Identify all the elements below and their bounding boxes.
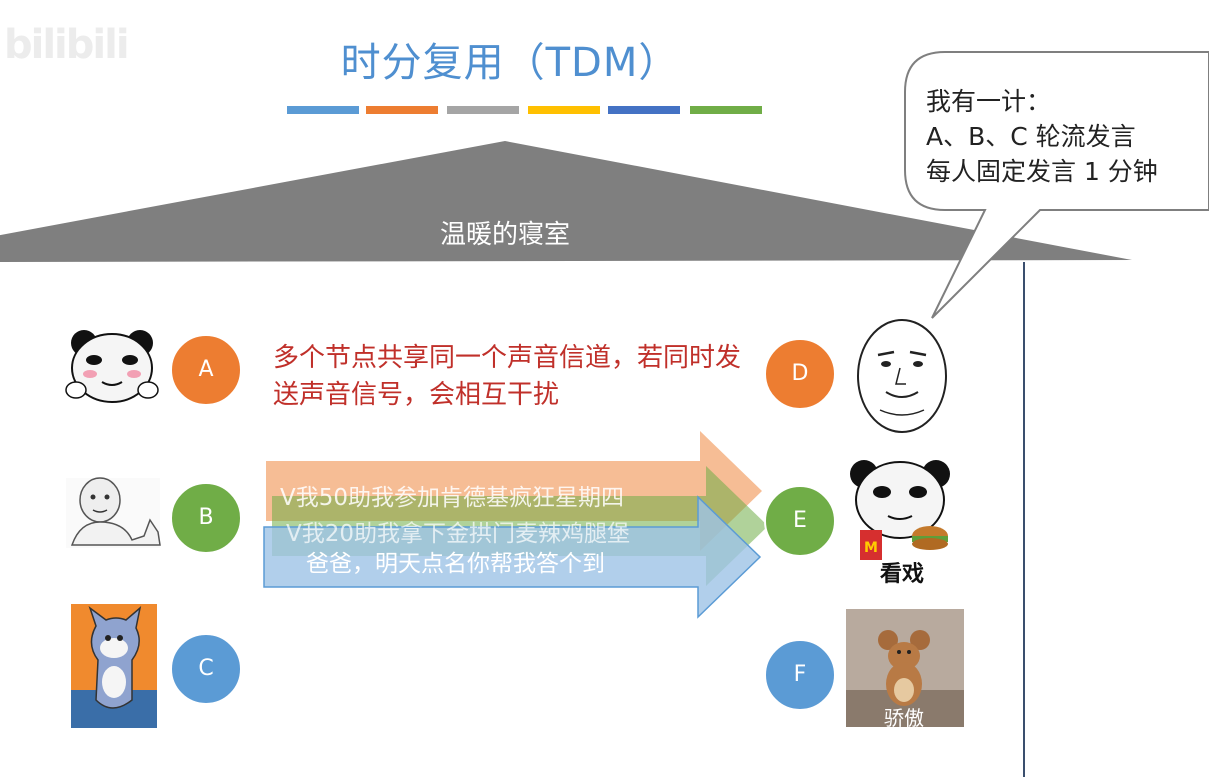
- interference-warning: 多个节点共享同一个声音信道，若同时发送声音信号，会相互干扰: [273, 343, 742, 410]
- speech-bubble-line-3: 每人固定发言 1 分钟: [926, 157, 1158, 186]
- title-bar-3: [447, 106, 519, 114]
- svg-text:M: M: [864, 540, 878, 556]
- meme-panda-a-icon: [65, 330, 159, 403]
- node-b: [170, 482, 242, 554]
- meme-smug-d-icon: [857, 319, 947, 433]
- title-bar-5: [608, 106, 680, 114]
- message-1-text: V我50助我参加肯德基疯狂星期四: [280, 485, 625, 511]
- speech-bubble: [904, 51, 1209, 319]
- message-3-text: 爸爸，明天点名你帮我答个到: [306, 551, 605, 577]
- speech-bubble-text: 我有一计： A、B、C 轮流发言 每人固定发言 1 分钟: [926, 84, 1158, 189]
- meme-panda-e-icon: M: [850, 460, 950, 560]
- node-c: [170, 633, 242, 705]
- meme-e-caption: 看戏: [880, 562, 925, 587]
- bilibili-watermark: bilibili: [4, 22, 130, 68]
- room-label: 温暖的寝室: [439, 220, 570, 250]
- house-roof: [0, 141, 1132, 262]
- node-e-label: E: [793, 508, 807, 533]
- title-bar-1: [287, 106, 359, 114]
- node-e: [764, 485, 836, 557]
- node-a-label: A: [198, 357, 214, 382]
- meme-tom-c-icon: [71, 604, 157, 728]
- meme-f-caption: 骄傲: [884, 706, 924, 730]
- node-b-label: B: [198, 505, 214, 530]
- message-2-text: V我20助我拿下金拱门麦辣鸡腿堡: [286, 521, 631, 547]
- node-d-label: D: [791, 361, 809, 386]
- node-a: [170, 334, 242, 406]
- node-c-label: C: [198, 656, 214, 681]
- node-f: [764, 639, 836, 711]
- node-f-label: F: [793, 662, 807, 687]
- title-bar-2: [366, 106, 438, 114]
- node-d: [764, 338, 836, 410]
- page-title: 时分复用（TDM）: [340, 40, 680, 86]
- message-arrow-3: [263, 495, 762, 619]
- meme-jerry-f-icon: [846, 609, 964, 727]
- title-bar-4: [528, 106, 600, 114]
- title-bar-6: [690, 106, 762, 114]
- speech-bubble-line-2: A、B、C 轮流发言: [926, 122, 1136, 151]
- title-color-bars: [287, 106, 762, 114]
- meme-thumbsup-b-icon: [66, 477, 161, 548]
- speech-bubble-line-1: 我有一计：: [926, 87, 1052, 116]
